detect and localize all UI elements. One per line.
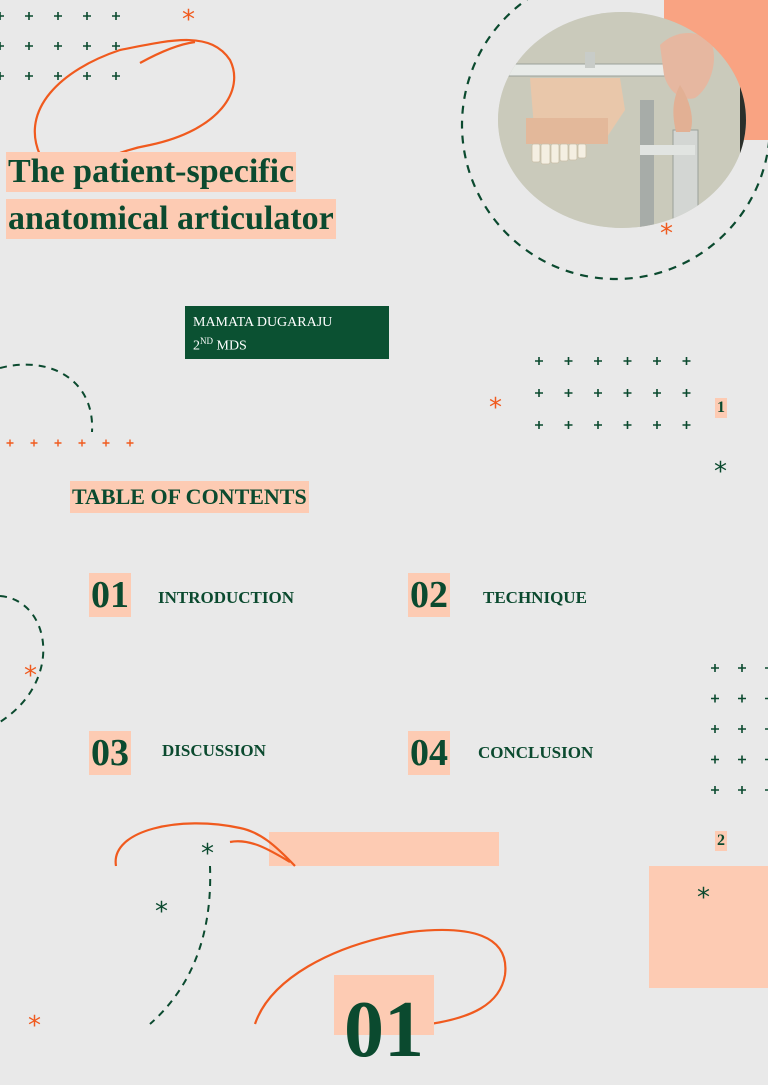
plus-icon (682, 357, 691, 365)
plus-icon (126, 439, 134, 447)
plus-icon (112, 72, 120, 80)
star-icon: * (489, 393, 502, 423)
plus-icon (711, 694, 719, 703)
plus-icon (594, 357, 602, 365)
plus-icon (25, 12, 33, 20)
page-number-1: 1 (715, 398, 727, 418)
plus-icon (112, 12, 120, 20)
section-number-large: 01 (334, 975, 434, 1074)
section-number-01: 01 (89, 573, 131, 617)
star-icon: * (697, 883, 710, 913)
peach-block-bottom-right (649, 866, 768, 988)
plus-icon (564, 421, 573, 429)
plus-icon (6, 439, 14, 447)
author-box: MAMATA DUGARAJU 2ND MDS (185, 306, 389, 359)
plus-icon (54, 72, 62, 80)
plus-icon (83, 72, 91, 80)
plus-icon (711, 786, 719, 794)
star-icon: * (201, 839, 214, 869)
title-line-1: The patient-specific (6, 152, 297, 192)
section-label-conclusion: CONCLUSION (478, 743, 594, 762)
section-label-introduction: INTRODUCTION (158, 588, 295, 607)
title-line-2: anatomical articulator (6, 199, 336, 239)
plus-icon (682, 389, 691, 397)
star-icon: * (24, 661, 37, 691)
plus-icon (711, 755, 719, 764)
plus-icon (54, 12, 62, 20)
plus-icon (623, 389, 632, 397)
plus-icon (535, 389, 543, 397)
plus-icon (54, 42, 62, 50)
star-icon: * (155, 897, 168, 927)
plus-icon (25, 42, 33, 50)
star-icon: * (182, 5, 195, 35)
plus-icon (102, 439, 110, 447)
plus-icon (564, 389, 573, 397)
plus-icon (0, 42, 4, 50)
star-icon: * (28, 1011, 41, 1041)
plus-icon (682, 421, 691, 429)
dashed-circle-photo (460, 0, 768, 281)
section-label-discussion: DISCUSSION (162, 741, 266, 760)
section-number-03: 03 (89, 731, 131, 775)
plus-icon (83, 42, 91, 50)
plus-icon (83, 12, 91, 20)
plus-icon (30, 439, 38, 447)
author-degree: 2ND MDS (193, 336, 247, 354)
toc-heading: TABLE OF CONTENTS (70, 481, 309, 513)
plus-icon (738, 664, 746, 672)
plus-icon (711, 725, 719, 733)
plus-grid-top-left (0, 12, 120, 80)
plus-icon (738, 694, 746, 703)
plus-icon (25, 72, 33, 80)
peach-corner-block (664, 0, 768, 140)
plus-icon (78, 439, 86, 447)
section-label-technique: TECHNIQUE (483, 588, 587, 607)
plus-icon (623, 421, 632, 429)
plus-icon (594, 421, 602, 429)
section-number-04: 04 (408, 731, 450, 775)
plus-icon (535, 421, 543, 429)
star-icon: * (714, 457, 727, 487)
plus-icon (653, 389, 661, 397)
plus-icon (711, 664, 719, 672)
articulator-photo (498, 12, 746, 228)
plus-icon (0, 72, 4, 80)
plus-icon (738, 786, 746, 794)
plus-icon (653, 421, 661, 429)
star-icon: * (660, 219, 673, 249)
plus-icon (738, 755, 746, 764)
plus-icon (594, 389, 602, 397)
plus-icon (112, 42, 120, 50)
plus-icon (653, 357, 661, 365)
page-number-2: 2 (715, 831, 727, 851)
plus-icon (564, 357, 573, 365)
plus-icon (0, 12, 4, 20)
section-number-02: 02 (408, 573, 450, 617)
plus-icon (738, 725, 746, 733)
plus-icon (535, 357, 543, 365)
plus-icon (623, 357, 632, 365)
plus-icon (54, 439, 62, 447)
author-name: MAMATA DUGARAJU (193, 315, 333, 330)
peach-bar (269, 832, 499, 866)
